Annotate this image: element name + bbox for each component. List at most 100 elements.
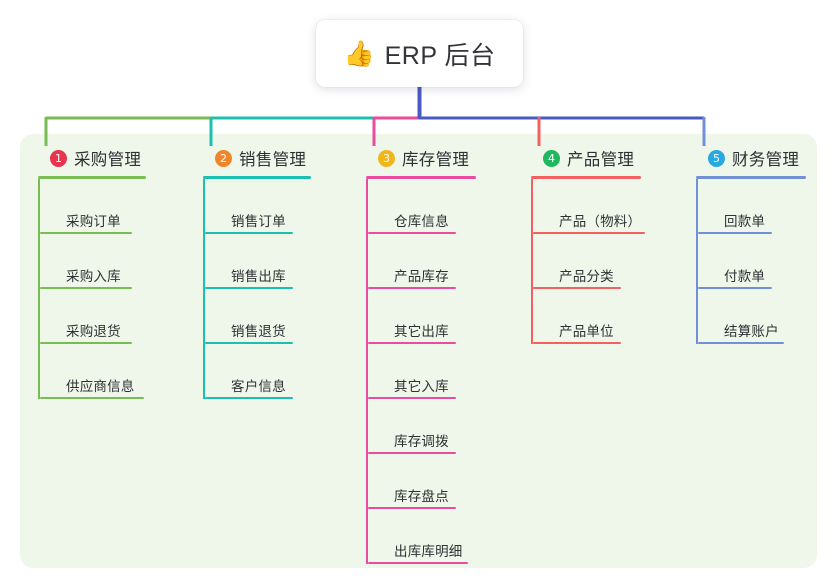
leaf-label: 产品库存 — [394, 269, 449, 284]
leaf-underline — [368, 232, 456, 234]
branch-badge-5: 5 — [708, 149, 725, 167]
leaf-node[interactable]: 付款单 — [696, 234, 806, 289]
leaf-underline — [698, 287, 772, 289]
leaf-node[interactable]: 产品库存 — [366, 234, 476, 289]
leaf-node[interactable]: 结算账户 — [696, 289, 806, 344]
leaf-node[interactable]: 出库库明细 — [366, 509, 476, 564]
leaf-label: 销售出库 — [231, 269, 286, 284]
leaf-label: 采购订单 — [66, 214, 121, 229]
leaf-underline — [368, 507, 456, 509]
leaf-node[interactable]: 采购订单 — [38, 179, 146, 234]
leaf-node[interactable]: 销售订单 — [203, 179, 311, 234]
branch-header-5[interactable]: 5 财务管理 — [696, 146, 806, 170]
leaf-node[interactable]: 供应商信息 — [38, 344, 146, 399]
branch-items-5: 回款单付款单结算账户 — [696, 179, 806, 344]
leaf-label: 销售退货 — [231, 324, 286, 339]
leaf-node[interactable]: 产品单位 — [531, 289, 641, 344]
leaf-underline — [533, 342, 621, 344]
leaf-label: 结算账户 — [724, 324, 779, 339]
branch-label-4: 产品管理 — [567, 151, 635, 169]
leaf-node[interactable]: 库存盘点 — [366, 454, 476, 509]
leaf-label: 其它入库 — [394, 379, 449, 394]
leaf-label: 产品分类 — [559, 269, 614, 284]
leaf-label: 采购入库 — [66, 269, 121, 284]
leaf-underline — [533, 232, 645, 234]
leaf-underline — [698, 342, 784, 344]
branch-underline-2 — [203, 176, 311, 179]
branch-header-2[interactable]: 2 销售管理 — [203, 146, 311, 170]
leaf-node[interactable]: 回款单 — [696, 179, 806, 234]
root-title: ERP 后台 — [384, 41, 496, 70]
branch-badge-3: 3 — [378, 149, 395, 167]
leaf-node[interactable]: 销售退货 — [203, 289, 311, 344]
branch-items-1: 采购订单采购入库采购退货供应商信息 — [38, 179, 146, 399]
branch-badge-1: 1 — [50, 149, 67, 167]
leaf-underline — [40, 397, 144, 399]
leaf-label: 客户信息 — [231, 379, 286, 394]
leaf-label: 其它出库 — [394, 324, 449, 339]
leaf-underline — [40, 232, 132, 234]
leaf-underline — [368, 452, 456, 454]
diagram-canvas — [20, 134, 817, 568]
leaf-label: 仓库信息 — [394, 214, 449, 229]
leaf-node[interactable]: 仓库信息 — [366, 179, 476, 234]
leaf-label: 产品单位 — [559, 324, 614, 339]
branch-column-1: 1 采购管理采购订单采购入库采购退货供应商信息 — [38, 146, 146, 399]
leaf-node[interactable]: 客户信息 — [203, 344, 311, 399]
leaf-label: 供应商信息 — [66, 379, 135, 394]
leaf-underline — [533, 287, 621, 289]
leaf-underline — [205, 232, 293, 234]
leaf-label: 产品（物料） — [559, 214, 642, 229]
branch-spine-5 — [696, 179, 698, 344]
branch-header-4[interactable]: 4 产品管理 — [531, 146, 641, 170]
branch-items-4: 产品（物料） 产品分类产品单位 — [531, 179, 645, 344]
branch-spine-1 — [38, 179, 40, 399]
root-node[interactable]: 👍 ERP 后台 — [316, 20, 523, 87]
leaf-label: 回款单 — [724, 214, 766, 229]
branch-label-3: 库存管理 — [402, 151, 470, 169]
leaf-label: 销售订单 — [231, 214, 286, 229]
branch-spine-4 — [531, 179, 533, 344]
thumbs-up-icon: 👍 — [343, 40, 375, 68]
leaf-node[interactable]: 产品（物料） — [531, 179, 645, 234]
leaf-label: 库存调拨 — [394, 434, 449, 449]
branch-column-2: 2 销售管理销售订单销售出库销售退货客户信息 — [203, 146, 311, 399]
branch-underline-4 — [531, 176, 641, 179]
leaf-underline — [40, 287, 132, 289]
leaf-underline — [698, 232, 772, 234]
branch-column-3: 3 库存管理仓库信息产品库存其它出库其它入库库存调拨库存盘点出库库明细 — [366, 146, 476, 564]
leaf-underline — [205, 397, 293, 399]
branch-header-3[interactable]: 3 库存管理 — [366, 146, 476, 170]
leaf-node[interactable]: 库存调拨 — [366, 399, 476, 454]
branch-underline-5 — [696, 176, 806, 179]
leaf-underline — [368, 397, 456, 399]
leaf-underline — [205, 287, 293, 289]
branch-badge-4: 4 — [543, 149, 560, 167]
leaf-underline — [368, 287, 456, 289]
leaf-underline — [40, 342, 132, 344]
branch-label-2: 销售管理 — [239, 151, 307, 169]
leaf-node[interactable]: 采购退货 — [38, 289, 146, 344]
leaf-underline — [205, 342, 293, 344]
leaf-node[interactable]: 其它出库 — [366, 289, 476, 344]
branch-underline-3 — [366, 176, 476, 179]
leaf-underline — [368, 342, 456, 344]
branch-label-1: 采购管理 — [74, 151, 142, 169]
leaf-node[interactable]: 销售出库 — [203, 234, 311, 289]
branch-column-5: 5 财务管理回款单付款单结算账户 — [696, 146, 806, 344]
branch-column-4: 4 产品管理产品（物料） 产品分类产品单位 — [531, 146, 645, 344]
leaf-label: 采购退货 — [66, 324, 121, 339]
leaf-label: 付款单 — [724, 269, 766, 284]
branch-header-1[interactable]: 1 采购管理 — [38, 146, 146, 170]
leaf-label: 库存盘点 — [394, 489, 449, 504]
branch-items-2: 销售订单销售出库销售退货客户信息 — [203, 179, 311, 399]
branch-items-3: 仓库信息产品库存其它出库其它入库库存调拨库存盘点出库库明细 — [366, 179, 476, 564]
branch-underline-1 — [38, 176, 146, 179]
leaf-node[interactable]: 其它入库 — [366, 344, 476, 399]
branch-label-5: 财务管理 — [732, 151, 800, 169]
branch-badge-2: 2 — [215, 149, 232, 167]
leaf-node[interactable]: 采购入库 — [38, 234, 146, 289]
leaf-node[interactable]: 产品分类 — [531, 234, 641, 289]
branch-spine-2 — [203, 179, 205, 399]
leaf-underline — [368, 562, 468, 564]
